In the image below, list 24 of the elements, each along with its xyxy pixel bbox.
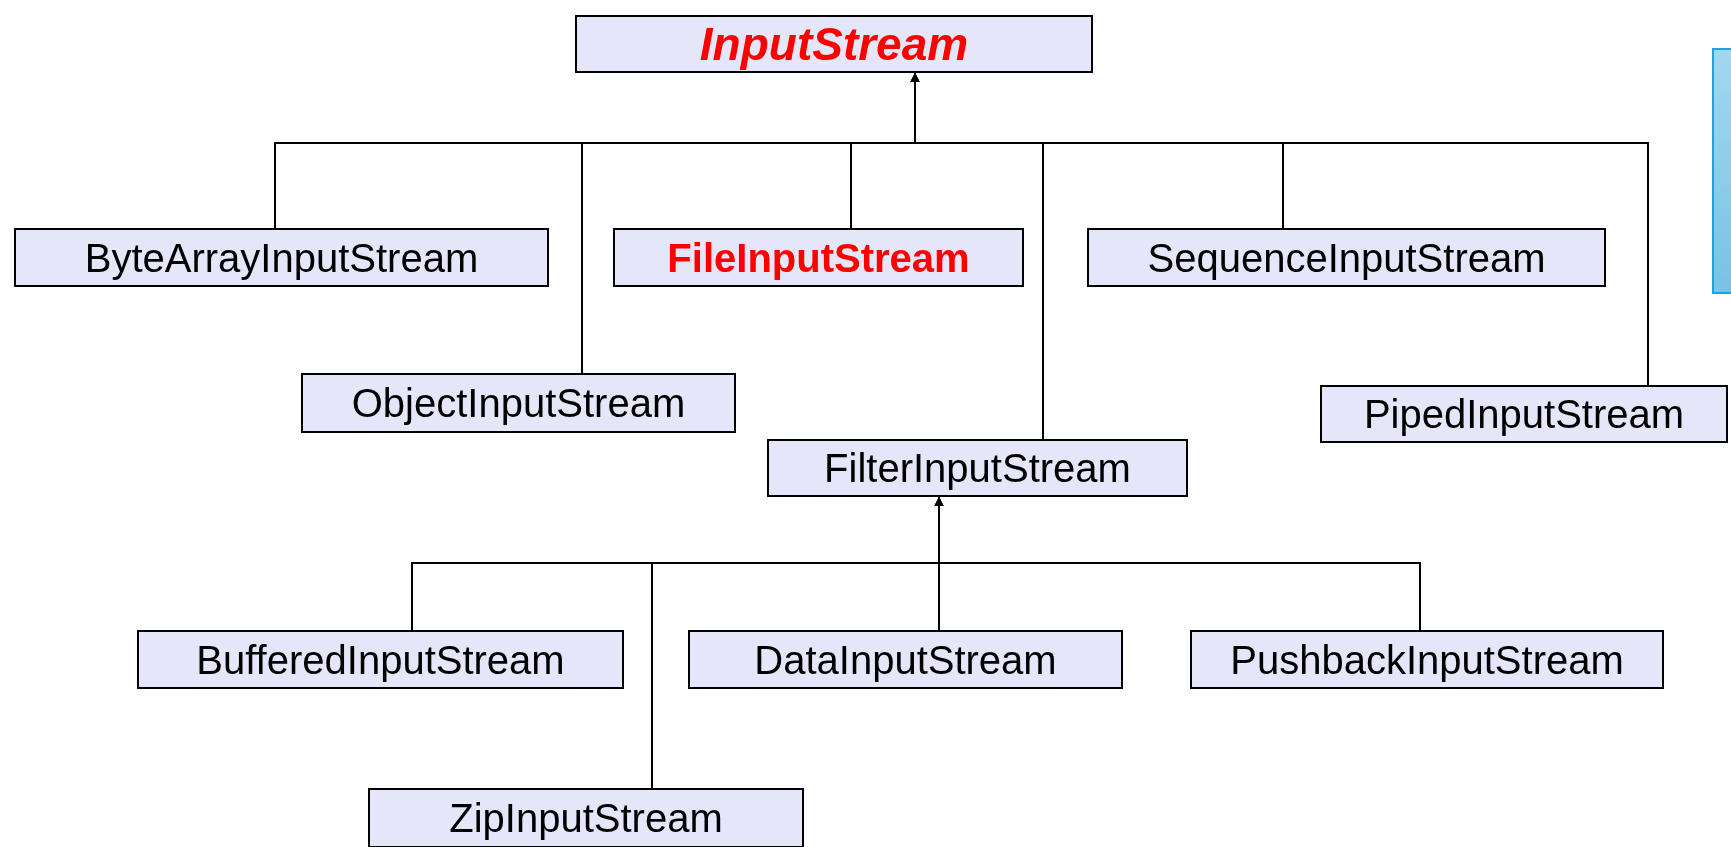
inheritance-arrow (910, 72, 1649, 386)
class-box (767, 439, 1188, 497)
class-box (688, 630, 1123, 689)
class-name: PushbackInputStream (1230, 639, 1624, 680)
class-name: SequenceInputStream (1147, 237, 1546, 278)
class-name: ObjectInputStream (351, 383, 686, 423)
class-name: ByteArrayInputStream (84, 237, 479, 278)
class-box (1190, 630, 1664, 689)
class-box (14, 228, 549, 287)
class-name: FilterInputStream (824, 448, 1131, 488)
class-box (575, 15, 1093, 73)
class-box (613, 228, 1024, 287)
inheritance-arrow (934, 496, 1421, 631)
class-name: PipedInputStream (1363, 394, 1685, 434)
class-box (368, 788, 804, 847)
class-name: ZipInputStream (449, 798, 723, 838)
class-box (301, 373, 736, 433)
class-box (1087, 228, 1606, 287)
class-name: DataInputStream (754, 639, 1057, 680)
class-box (1320, 385, 1728, 443)
note-box (1712, 48, 1731, 294)
class-box (137, 630, 624, 689)
class-name: FileInputStream (667, 237, 970, 278)
class-name: BufferedInputStream (196, 639, 565, 680)
